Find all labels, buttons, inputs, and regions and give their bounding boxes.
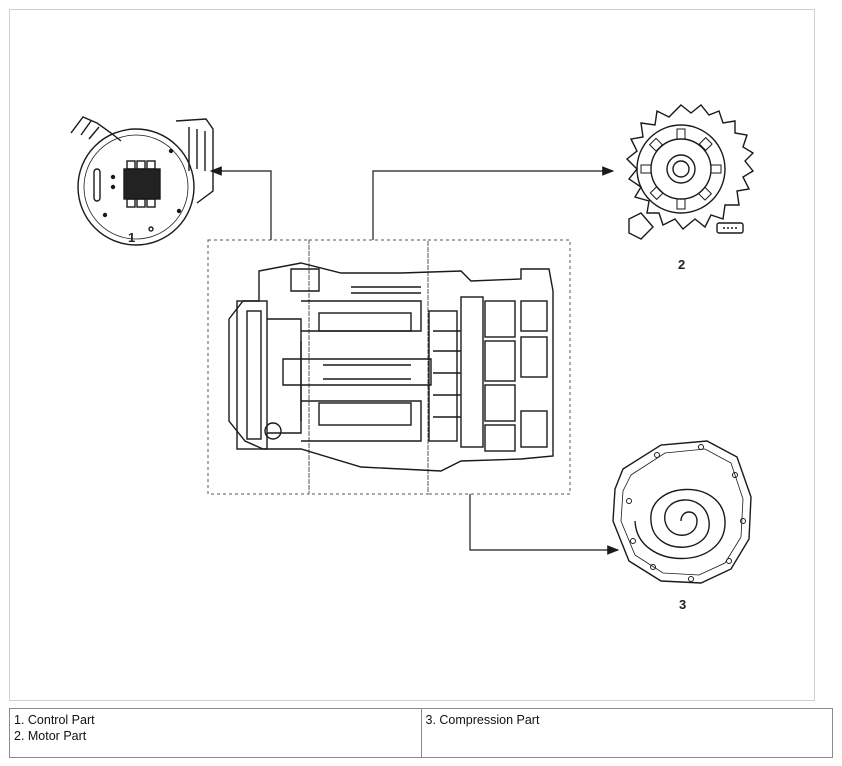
legend-right-cell: 3. Compression Part bbox=[420, 708, 833, 758]
compression-leader-arrow bbox=[469, 494, 620, 555]
legend-table: 1. Control Part 2. Motor Part 3. Compres… bbox=[9, 708, 833, 758]
motor-part-drawing bbox=[625, 104, 755, 240]
legend-item-compression-part: 3. Compression Part bbox=[425, 713, 540, 727]
exploded-diagram bbox=[70, 104, 755, 584]
callout-1: 1 bbox=[128, 230, 136, 245]
figure-frame: 1 2 3 bbox=[9, 9, 815, 701]
legend-item-control-part: 1. Control Part bbox=[14, 713, 95, 727]
leader-lines bbox=[209, 166, 620, 555]
compressor-cross-section bbox=[228, 262, 554, 472]
callout-2: 2 bbox=[678, 257, 686, 272]
section-boxes bbox=[207, 239, 571, 495]
motor-section-box bbox=[308, 239, 429, 495]
control-leader-arrow bbox=[209, 166, 272, 240]
legend-left-cell: 1. Control Part 2. Motor Part bbox=[9, 708, 422, 758]
callout-3: 3 bbox=[679, 597, 687, 612]
motor-leader-arrow bbox=[372, 166, 615, 240]
compression-part-drawing bbox=[612, 440, 752, 584]
control-part-drawing bbox=[70, 116, 214, 246]
legend-row: 1. Control Part 2. Motor Part 3. Compres… bbox=[9, 708, 833, 758]
legend-item-motor-part: 2. Motor Part bbox=[14, 729, 87, 743]
